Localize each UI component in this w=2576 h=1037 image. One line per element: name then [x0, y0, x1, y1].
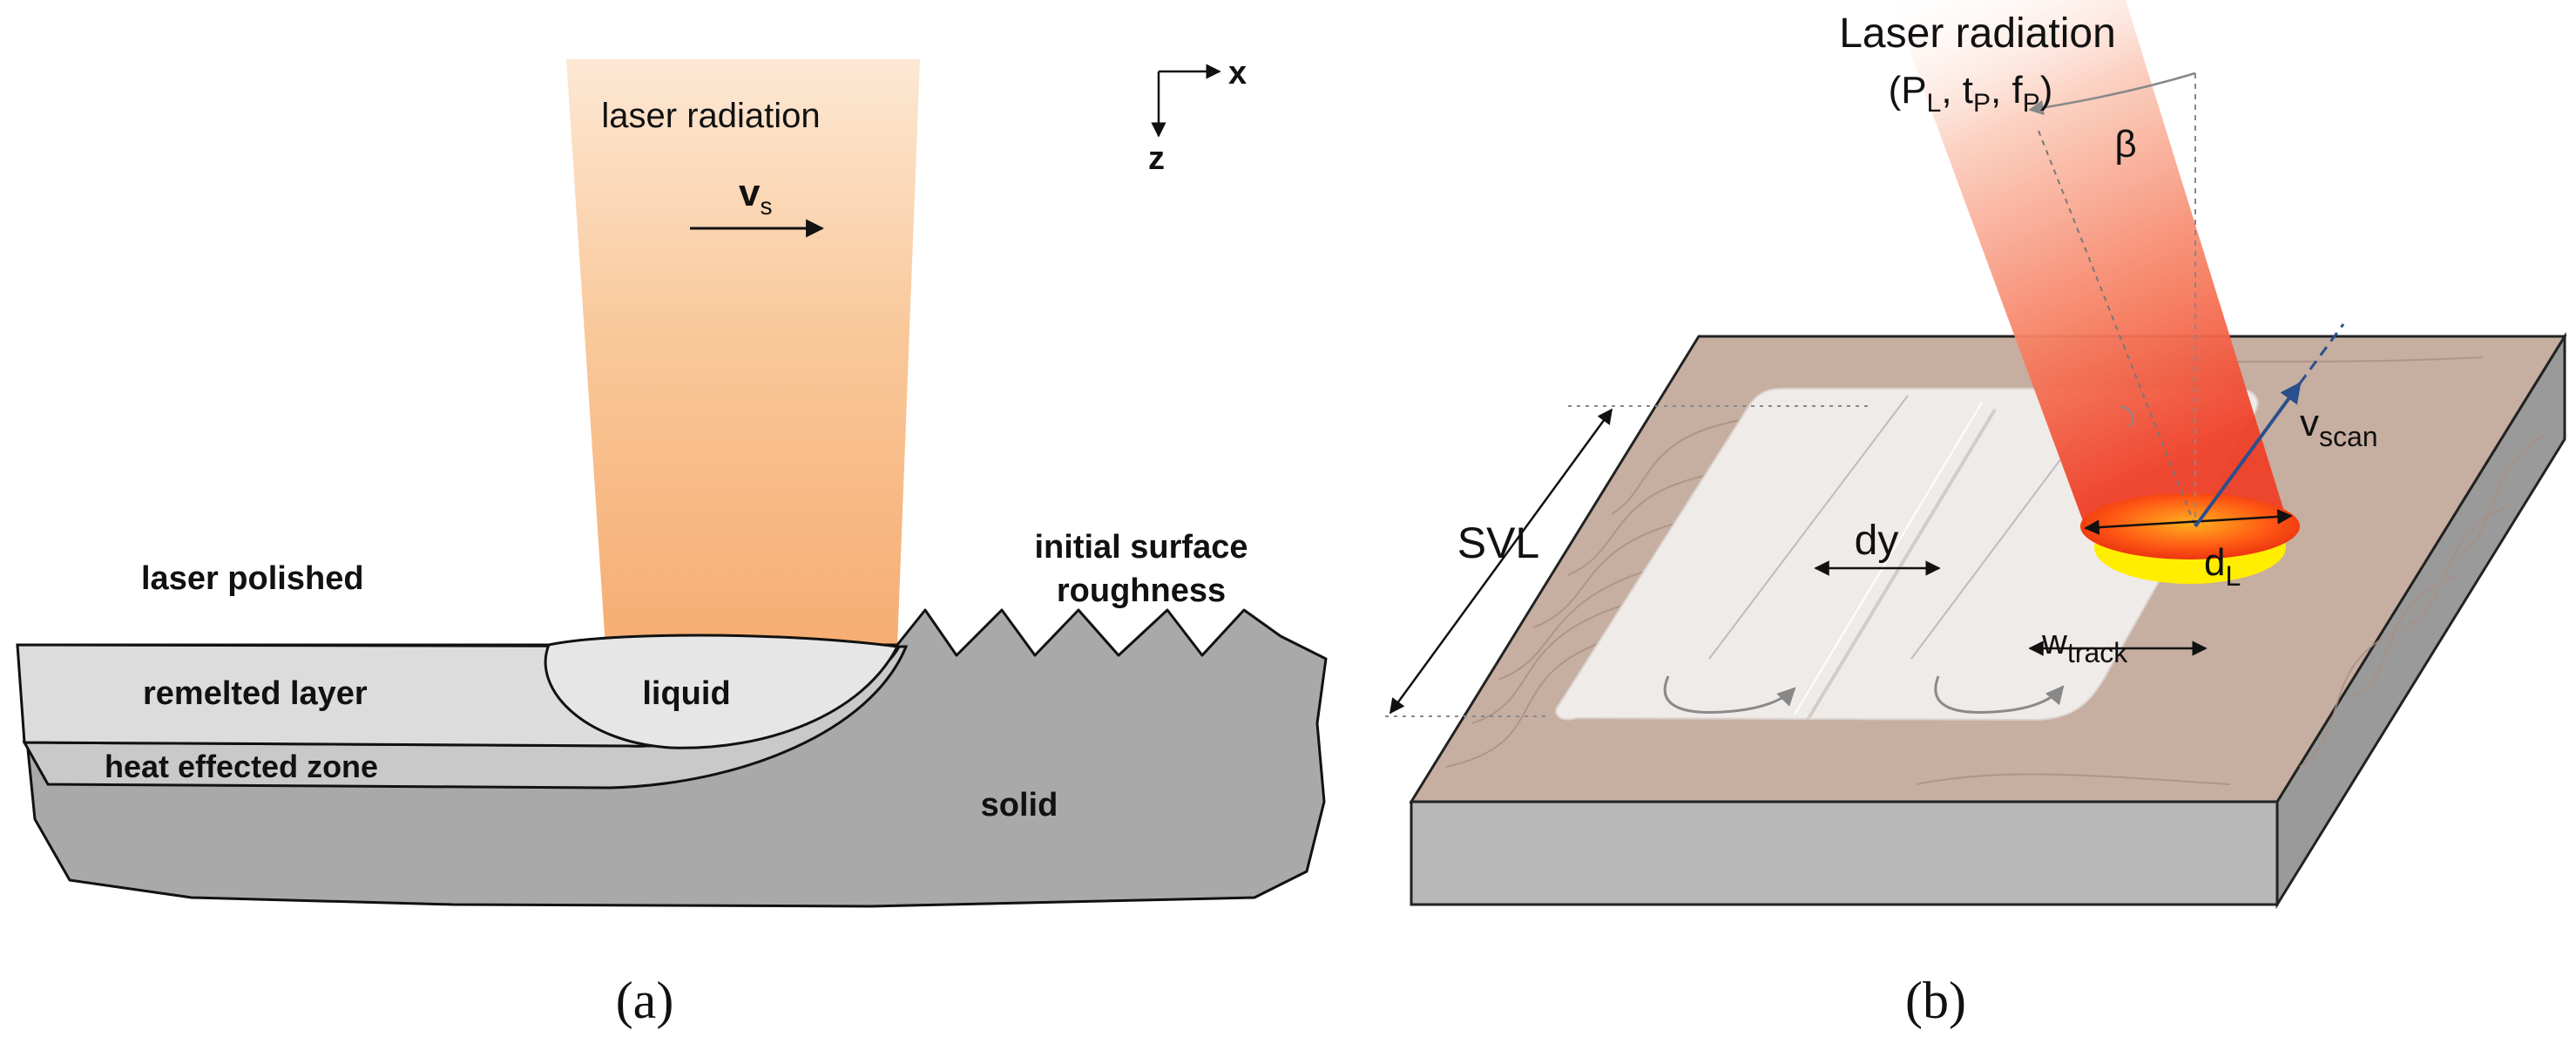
- svl-label: SVL: [1457, 518, 1540, 567]
- laser-beam-b: [1890, 0, 2289, 528]
- panel-b: SVL dy wtrack dL vscan Laser radiation (…: [1385, 0, 2567, 1029]
- dy-label: dy: [1855, 518, 1899, 564]
- block-front-face: [1410, 800, 2279, 906]
- remelted-layer-label: remelted layer: [143, 675, 368, 712]
- axis-indicator: x z: [1148, 55, 1247, 177]
- beam-label: laser radiation: [601, 97, 820, 135]
- wtrack-label: wtrack: [2041, 623, 2128, 668]
- liquid-pool: [544, 634, 900, 749]
- initial-roughness-label-2: roughness: [1057, 573, 1226, 609]
- solid-label: solid: [981, 787, 1058, 824]
- svl-arrow: [1389, 408, 1613, 715]
- turn-arrow-1: [1663, 675, 1796, 714]
- heat-effected-zone-label: heat effected zone: [105, 749, 378, 784]
- laser-radiation-title: Laser radiation: [1839, 10, 2116, 57]
- laser-beam-a: [566, 59, 920, 647]
- axis-x-label: x: [1228, 55, 1247, 92]
- beam-axis-line: [2038, 130, 2196, 527]
- angle-arc: [2028, 71, 2196, 116]
- liquid-label: liquid: [642, 675, 730, 712]
- small-arc: [2120, 405, 2134, 428]
- turn-arrow-2: [1934, 675, 2065, 714]
- velocity-label: vs: [739, 172, 772, 220]
- vscan-label: vscan: [2300, 402, 2378, 452]
- track-guide-1: [1708, 395, 1909, 660]
- spot-diameter-label: dL: [2204, 541, 2241, 592]
- axis-z-label: z: [1148, 140, 1165, 177]
- laser-polished-label: laser polished: [141, 560, 364, 597]
- laser-params-label: (PL, tP, fP): [1889, 69, 2053, 118]
- scan-direction-dash: [2298, 323, 2345, 384]
- angle-beta-label: β: [2114, 123, 2136, 166]
- scan-arrow: [2194, 382, 2302, 528]
- caption-a: (a): [616, 972, 674, 1029]
- initial-roughness-label-1: initial surface: [1035, 529, 1248, 566]
- caption-b: (b): [1905, 972, 1966, 1029]
- panel-a: laser radiation vs x z laser polished in…: [16, 55, 1328, 1029]
- spot-diameter-line: [2084, 509, 2293, 535]
